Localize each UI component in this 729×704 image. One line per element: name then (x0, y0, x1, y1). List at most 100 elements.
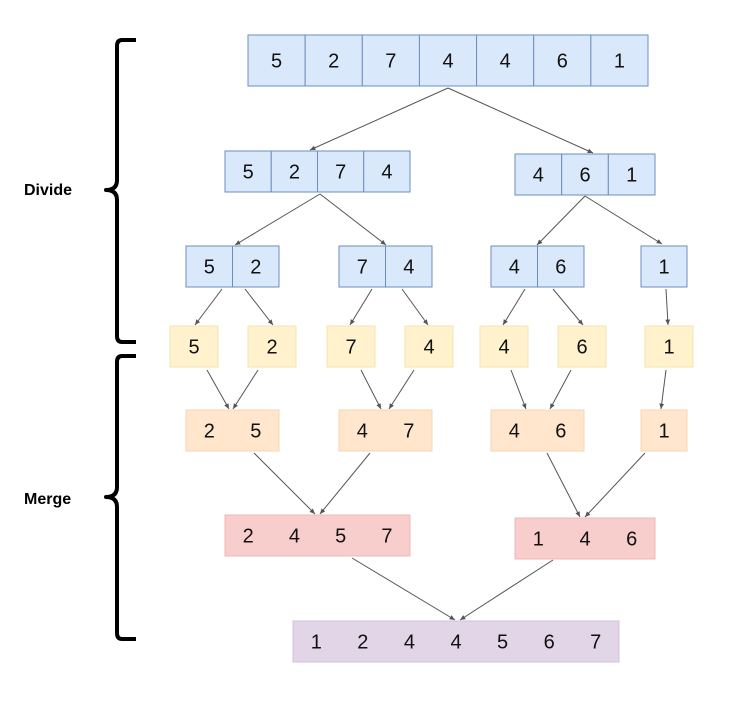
array-node-s-7: 7 (326, 325, 376, 368)
array-value: 1 (663, 337, 674, 359)
array-box (514, 517, 656, 560)
array-cell (533, 34, 592, 87)
array-box (338, 409, 433, 452)
array-value: 5 (497, 632, 508, 654)
array-box (557, 325, 607, 368)
array-value: 6 (555, 421, 566, 443)
array-cell (361, 34, 420, 87)
array-value: 4 (450, 632, 461, 654)
array-value: 7 (357, 257, 368, 279)
arrow-15 (232, 369, 259, 410)
array-node-m2-left: 2 4 5 7 (224, 514, 411, 557)
arrow-3 (234, 193, 321, 246)
arrow-16 (360, 369, 382, 410)
array-value: 7 (590, 632, 601, 654)
array-value: 5 (204, 257, 215, 279)
array-box (640, 409, 688, 452)
merge-label: Merge (24, 491, 71, 508)
array-box (490, 409, 585, 452)
arrow-13 (665, 288, 671, 326)
array-value: 4 (509, 257, 520, 279)
array-box (224, 514, 411, 557)
array-cell (317, 150, 365, 193)
array-value: 1 (626, 165, 637, 187)
array-value: 1 (658, 421, 669, 443)
array-value: 4 (500, 51, 511, 73)
array-value: 4 (404, 632, 415, 654)
array-value: 4 (442, 51, 453, 73)
array-value: 5 (188, 337, 199, 359)
array-box (326, 325, 376, 368)
array-cell (590, 34, 649, 87)
array-box (644, 325, 694, 368)
arrow-7 (194, 288, 223, 326)
array-value: 4 (579, 529, 590, 551)
array-value: 4 (533, 165, 544, 187)
arrow-23 (546, 452, 581, 518)
array-node-d2-d: 1 (640, 245, 688, 288)
array-cell (490, 245, 538, 288)
array-value: 2 (289, 162, 300, 184)
array-value: 5 (250, 421, 261, 443)
array-cell (640, 245, 688, 288)
array-value: 6 (544, 632, 555, 654)
array-box (185, 409, 280, 452)
array-node-s-1: 1 (644, 325, 694, 368)
array-node-d1-right: 4 6 1 (514, 153, 656, 196)
arrow-25 (351, 557, 456, 621)
arrow-6 (584, 195, 663, 245)
array-value: 4 (423, 337, 434, 359)
arrow-19 (549, 369, 572, 410)
array-box (479, 325, 529, 368)
arrow-22 (319, 452, 371, 515)
array-value: 1 (658, 257, 669, 279)
array-value: 7 (381, 526, 392, 548)
array-value: 4 (289, 526, 300, 548)
arrow-26 (459, 559, 554, 621)
array-value: 6 (557, 51, 568, 73)
array-value: 4 (381, 162, 392, 184)
array-box (247, 325, 297, 368)
array-cell (363, 150, 411, 193)
arrow-20 (659, 369, 667, 410)
array-value: 5 (335, 526, 346, 548)
arrows-layer (194, 87, 671, 621)
arrow-12 (552, 288, 584, 326)
array-node-m1-d: 1 (640, 409, 688, 452)
array-value: 4 (357, 421, 368, 443)
merge-brace (104, 354, 136, 641)
array-cell (561, 153, 609, 196)
arrow-14 (206, 369, 230, 410)
array-value: 6 (555, 257, 566, 279)
array-cell (232, 245, 280, 288)
array-value: 1 (533, 529, 544, 551)
array-cell (247, 34, 306, 87)
array-value: 7 (403, 421, 414, 443)
array-box (292, 620, 620, 663)
array-value: 2 (243, 526, 254, 548)
array-cell (607, 153, 656, 196)
arrow-2 (447, 87, 594, 154)
array-value: 6 (579, 165, 590, 187)
array-node-s-2: 2 (247, 325, 297, 368)
array-cell (185, 245, 233, 288)
arrow-17 (388, 369, 415, 410)
array-value: 4 (498, 337, 509, 359)
array-node-s-5: 5 (169, 325, 219, 368)
array-value: 6 (626, 529, 637, 551)
arrow-4 (319, 193, 387, 246)
divide-brace (104, 38, 136, 344)
array-value: 1 (311, 632, 322, 654)
array-value: 2 (266, 337, 277, 359)
arrow-8 (244, 288, 274, 326)
array-box (169, 325, 219, 368)
array-value: 5 (271, 51, 282, 73)
